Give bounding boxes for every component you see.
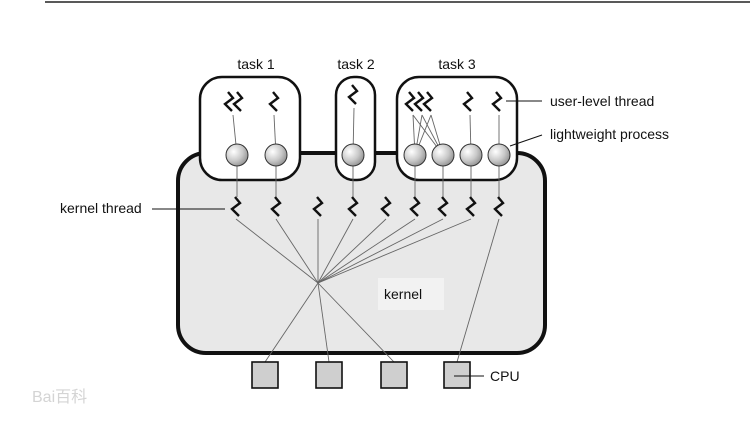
user-level-thread-icon	[422, 91, 434, 112]
lightweight-process-ball	[225, 143, 249, 167]
scheduler-to-cpu-line	[317, 282, 395, 363]
scheduler-to-cpu-line	[317, 282, 330, 363]
kernel-thread-to-scheduler-line	[317, 218, 354, 284]
user-level-thread-icon	[223, 91, 235, 112]
user-level-thread-icon	[404, 91, 416, 112]
kernel-thread-to-scheduler-line	[235, 218, 319, 284]
lightweight-process-ball	[431, 143, 455, 167]
cpu-box	[380, 361, 408, 389]
kernel-thread-icon	[437, 196, 449, 217]
lightweight-process-ball	[403, 143, 427, 167]
kernel-thread-label: kernel thread	[60, 200, 142, 216]
cpu-box	[315, 361, 343, 389]
bound-thread-to-cpu-line	[456, 218, 500, 363]
kernel-thread-to-scheduler-line	[317, 218, 416, 284]
lightweight-process-label: lightweight process	[550, 126, 669, 142]
user-level-thread-label: user-level thread	[550, 93, 654, 109]
task-1-box	[198, 75, 302, 182]
kernel-thread-to-scheduler-line	[317, 218, 387, 284]
lightweight-process-ball	[264, 143, 288, 167]
cpus	[251, 361, 471, 389]
user-level-thread-icon	[268, 91, 280, 112]
kernel-label-bg	[378, 278, 444, 310]
user-level-thread-icon	[491, 91, 503, 112]
watermark: Bai百科	[32, 388, 87, 406]
kernel-thread-icon	[409, 196, 421, 217]
scheduler-to-cpu-line	[264, 282, 319, 363]
kernel-thread-icon	[312, 196, 324, 217]
kernel-label: kernel	[384, 286, 422, 302]
threads	[223, 84, 505, 217]
kernel-thread-icon	[493, 196, 505, 217]
lightweight-process-ball	[459, 143, 483, 167]
lightweight-processes	[225, 143, 511, 167]
user-level-thread-icon	[347, 84, 359, 105]
user-level-thread-icon	[232, 91, 244, 112]
task-3-label: task 3	[438, 56, 476, 72]
cpu-box	[251, 361, 279, 389]
task-2-label: task 2	[337, 56, 375, 72]
kernel-thread-to-scheduler-line	[317, 218, 444, 284]
kernel-thread-icon	[270, 196, 282, 217]
kernel-thread-icon	[347, 196, 359, 217]
kernel-box	[176, 151, 547, 355]
user-level-thread-icon	[413, 91, 425, 112]
kernel-thread-to-scheduler-line	[275, 218, 319, 284]
user-level-thread-icon	[462, 91, 474, 112]
kernel-thread-icon	[380, 196, 392, 217]
lightweight-process-ball	[341, 143, 365, 167]
lightweight-process-ball	[487, 143, 511, 167]
kernel-thread-icon	[230, 196, 242, 217]
cpu-box	[443, 361, 471, 389]
kernel-thread-to-scheduler-line	[317, 218, 472, 284]
task-1-label: task 1	[237, 56, 275, 72]
cpu-label: CPU	[490, 368, 520, 384]
kernel-thread-icon	[465, 196, 477, 217]
pointer-lightweight-process	[509, 134, 543, 147]
